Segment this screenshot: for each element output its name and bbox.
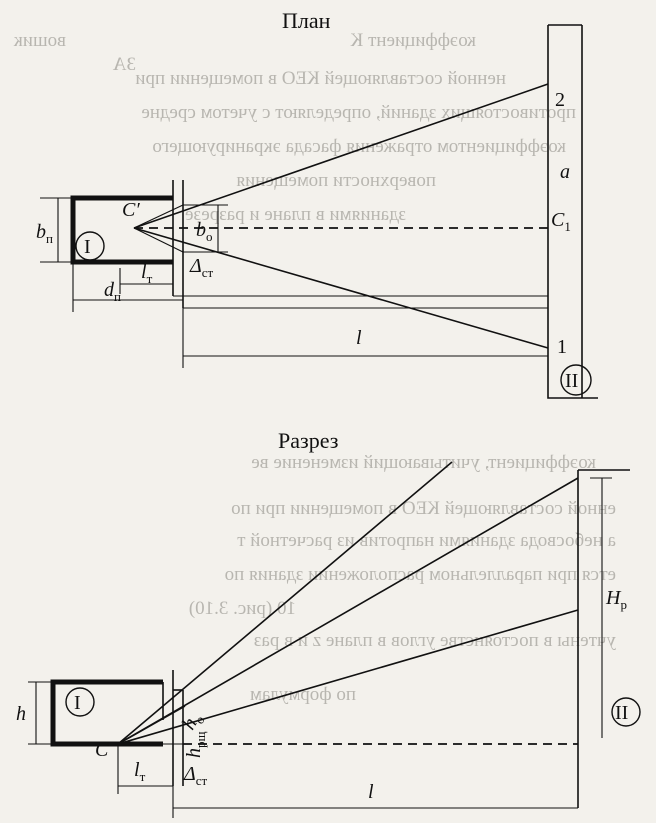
section-title: Разрез <box>278 428 338 453</box>
plan-room-i-label: I <box>84 236 91 258</box>
plan-title: План <box>282 8 331 33</box>
bleed-line: а небосвода зданиями напротив из расчетн… <box>236 530 616 551</box>
plan-bp-label: bп <box>36 221 53 246</box>
plan-building-ii-label: II <box>565 370 578 392</box>
bleed-line: енной составляющей КЕО в помещении при п… <box>231 498 616 519</box>
bleed-line: вошик <box>13 30 66 51</box>
bleed-line: учтены в постоянстве углов в плане z и в… <box>254 630 616 651</box>
section-l-label: l <box>368 781 374 803</box>
plan-dimensions: bп bo Δст lт dп l C′ <box>36 197 548 368</box>
bleed-line: коэффициент, учитывающий изменение ве <box>251 452 596 473</box>
plan-l-label: l <box>356 327 362 349</box>
section-building-ii-marker <box>611 697 641 727</box>
section-ho-label: ho <box>178 708 208 735</box>
plan-a-label: a <box>560 161 570 183</box>
section-delta-st-label: Δст <box>183 763 208 788</box>
plan-sight-lines <box>133 83 549 349</box>
plan-dp-label: dп <box>104 279 121 304</box>
section-hrsh-label: hрщ <box>183 731 208 758</box>
section-hp-label: Hр <box>605 587 627 612</box>
section-room-i-label: I <box>74 692 81 714</box>
bleed-line: по формулам <box>250 684 356 705</box>
plan-room-i-marker <box>75 231 105 261</box>
bleed-line: 10 (рис. 3.10) <box>189 598 296 619</box>
bleed-line: зданиями в плане и разрезе <box>185 204 406 225</box>
bleed-line: ненной составляющей КЕО в помещении при <box>135 68 506 89</box>
bleed-line: коэффициент К <box>350 30 476 51</box>
plan-c-prime-label: C′ <box>122 199 140 221</box>
plan-view: План II a C1 2 1 I <box>36 8 598 399</box>
bleed-through-text: коэффициент К ЗА вошик ненной составляющ… <box>13 30 616 705</box>
section-c-label: C <box>95 739 109 761</box>
section-building-ii-label: II <box>615 702 628 724</box>
plan-point-2-label: 2 <box>555 89 565 111</box>
section-lt-label: lт <box>134 759 146 784</box>
plan-delta-st-label: Δст <box>189 255 214 280</box>
bleed-line: коэффициентом отражения фасада экранирую… <box>152 136 566 157</box>
section-h-label: h <box>16 703 26 725</box>
plan-point-1-label: 1 <box>557 336 567 358</box>
plan-building-ii: II a C1 2 1 <box>547 24 598 399</box>
plan-lt-label: lт <box>141 261 153 286</box>
bleed-line: поверхности помещения <box>236 170 436 191</box>
section-room-i-marker <box>65 687 95 717</box>
plan-bo-label: bo <box>196 219 213 244</box>
section-building-ii: Hр II <box>577 469 641 808</box>
plan-room-i: I <box>70 180 184 308</box>
bleed-line: противостоящих зданий, определяют с учет… <box>141 102 576 123</box>
section-view: Разрез Hр II I <box>16 428 641 818</box>
plan-c1-label: C1 <box>551 209 571 234</box>
bleed-line: ЗА <box>112 54 136 75</box>
section-sight-lines <box>117 461 579 745</box>
plan-building-ii-marker <box>560 364 592 396</box>
bleed-line: ется при параллельном расположении здани… <box>225 564 616 585</box>
